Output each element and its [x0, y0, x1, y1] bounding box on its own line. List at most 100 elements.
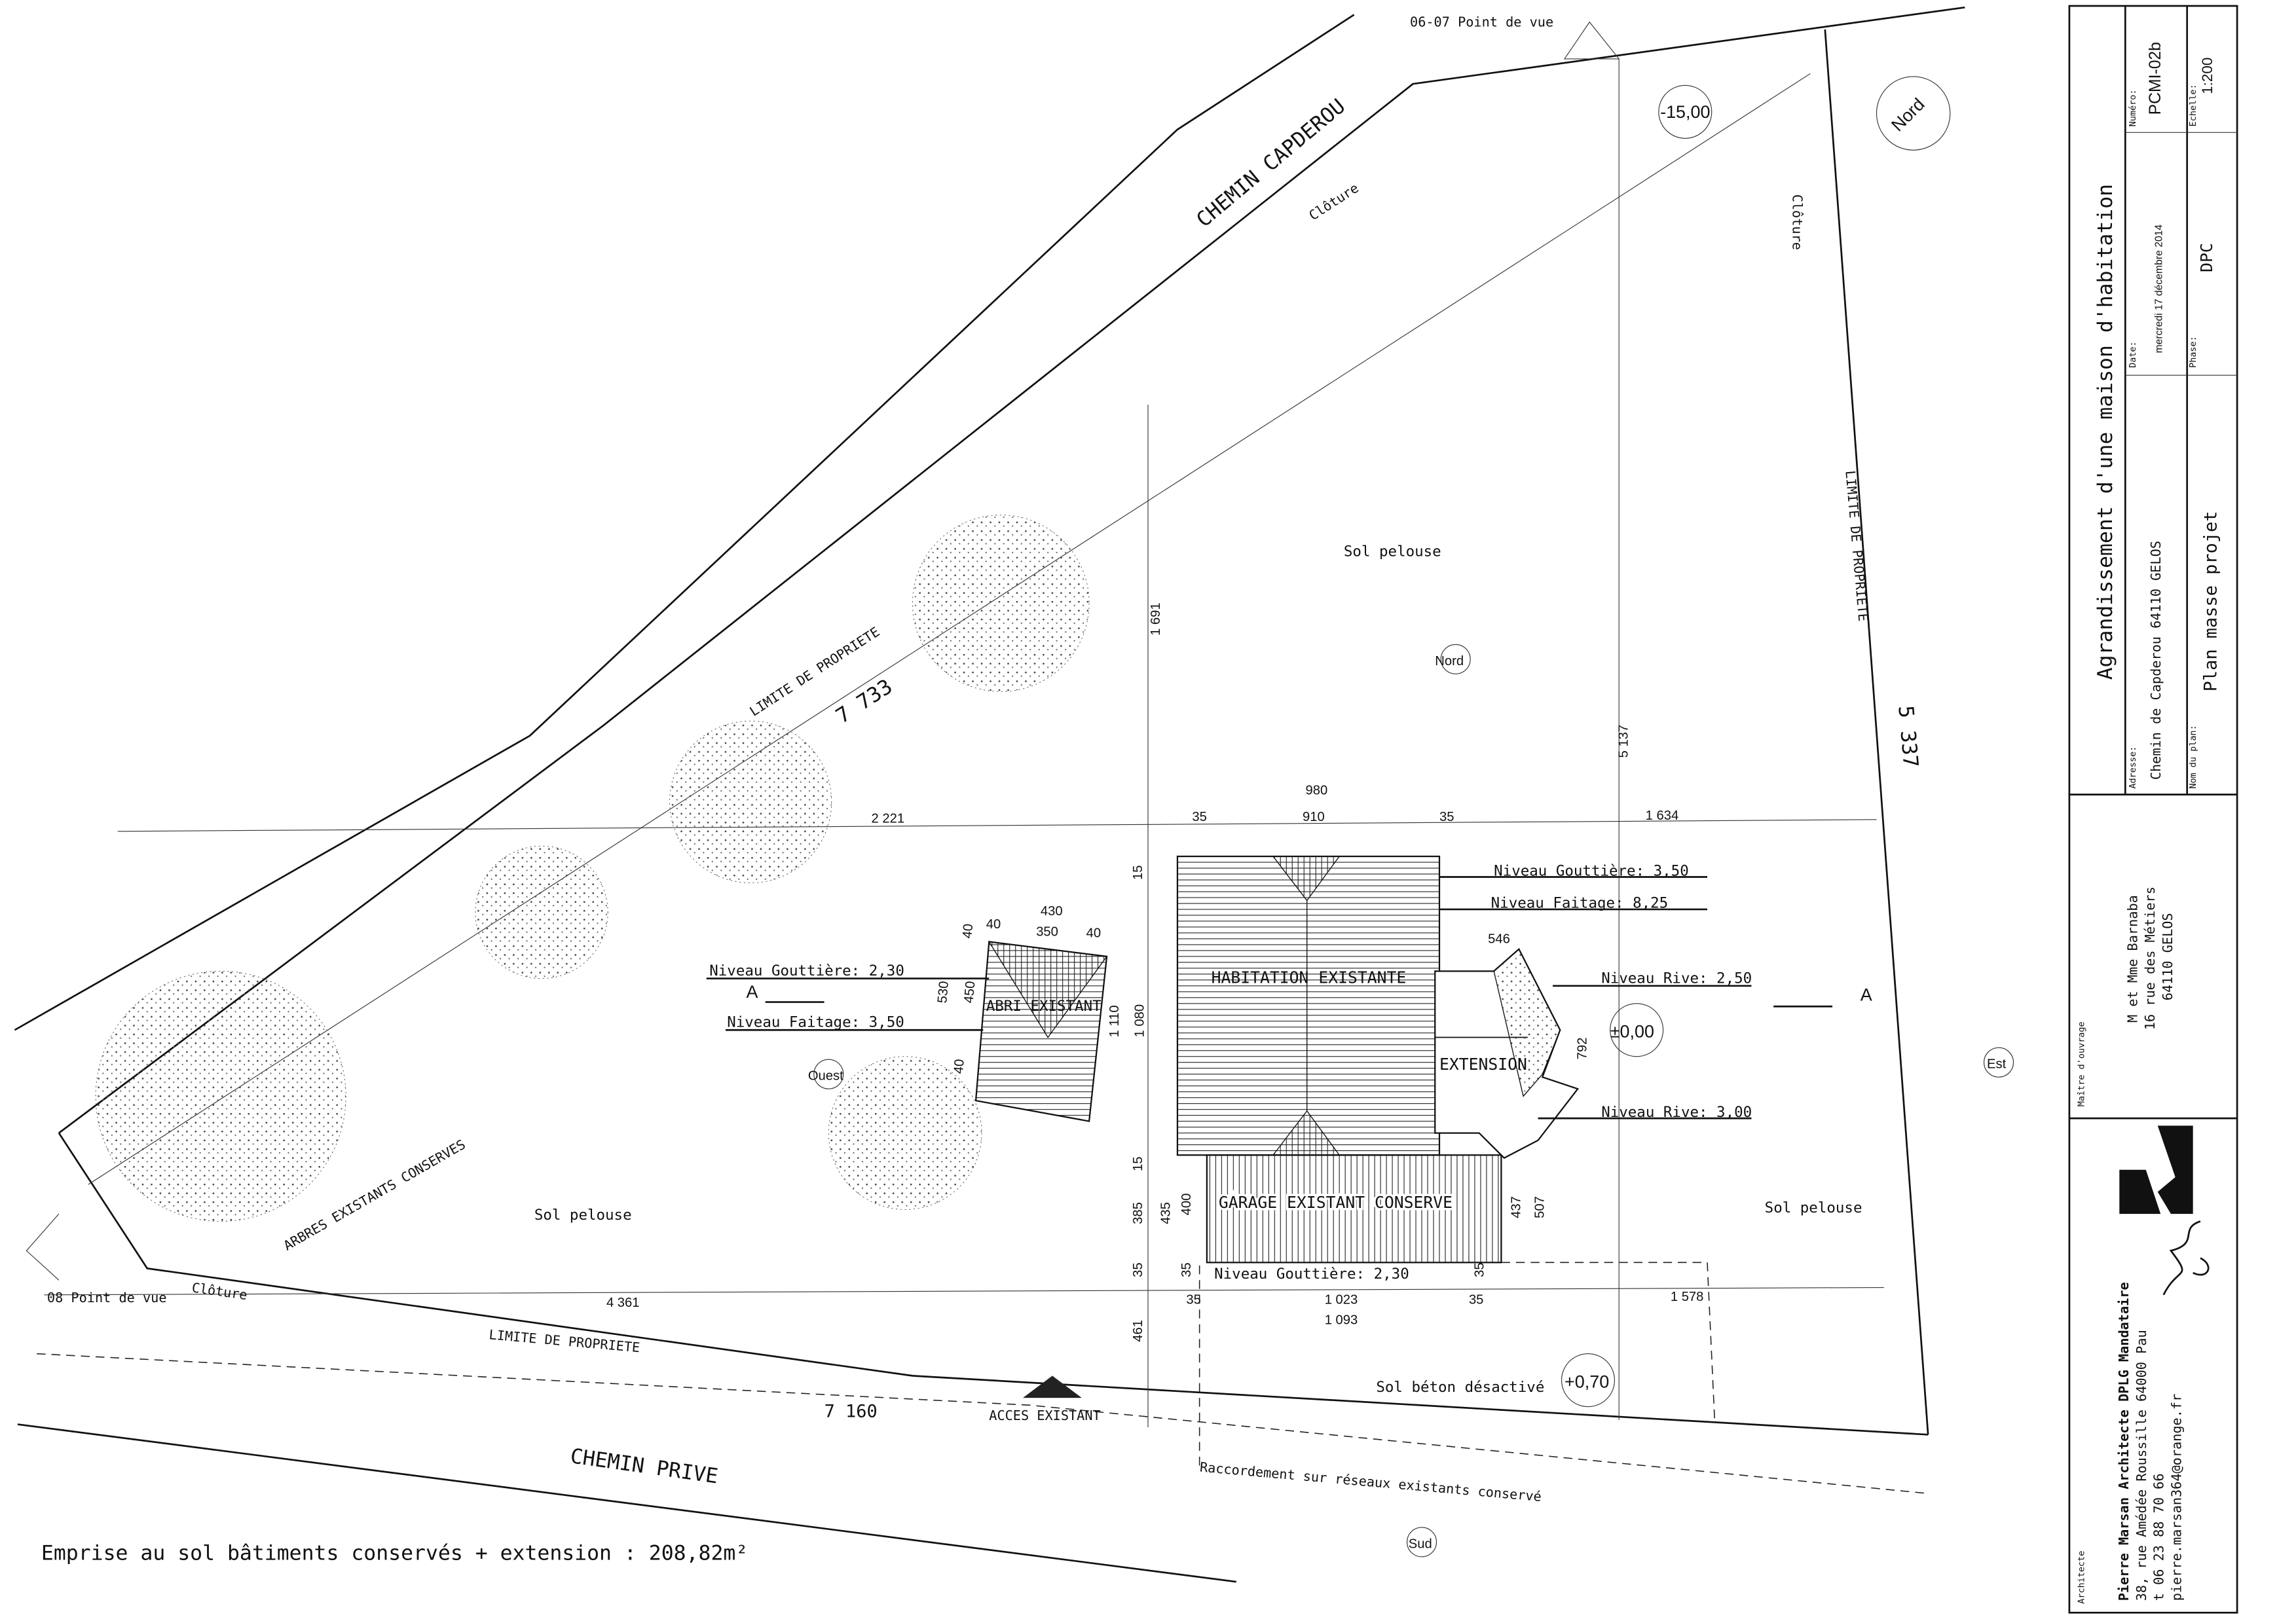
existing-trees	[95, 515, 1090, 1222]
architect-address-label: 38, rue Amédée Roussille 64000 Pau	[2134, 1330, 2149, 1601]
d450-label: 450	[962, 981, 978, 1004]
d5137-label: 5 137	[1617, 725, 1631, 758]
architect-signature	[2162, 1220, 2210, 1296]
house-label: HABITATION EXISTANTE	[1212, 968, 1407, 987]
d5337-label: 5 337	[1893, 704, 1922, 768]
d40-label: 40	[1086, 926, 1102, 941]
d1080-label: 1 080	[1132, 1004, 1147, 1038]
number-label-label: Numéro:	[2128, 90, 2138, 127]
d15-label: 15	[1131, 1156, 1145, 1171]
north-label: Nord	[1887, 94, 1929, 136]
d910-label: 910	[1303, 810, 1325, 824]
d400-label: 400	[1179, 1194, 1194, 1216]
house-gutter-label: Niveau Gouttière: 3,50	[1494, 862, 1689, 879]
d7160-label: 7 160	[824, 1401, 878, 1421]
d35-label: 35	[1469, 1292, 1484, 1307]
lawn-label: Sol pelouse	[534, 1207, 632, 1224]
title-label: Agrandissement d'une maison d'habitation	[2094, 184, 2117, 680]
d35-label: 35	[1179, 1262, 1194, 1277]
east-label: Est	[1987, 1057, 2007, 1072]
compass-north-icon	[1440, 644, 1471, 674]
extension: EXTENSION	[1434, 947, 1580, 1159]
fence-label: Clôture	[1789, 194, 1805, 250]
shelter-existing: ABRI EXISTANT	[974, 941, 1108, 1122]
d1110-label: 1 110	[1107, 1005, 1122, 1037]
d35-label: 35	[1472, 1262, 1487, 1277]
lawn-label: Sol pelouse	[1344, 543, 1441, 560]
garage-existing: GARAGE EXISTANT CONSERVE	[1206, 1110, 1502, 1264]
tree-icon	[669, 720, 832, 883]
scale-label: 1:200	[2199, 58, 2215, 94]
architect-phone-label: t 06 23 88 70 66	[2151, 1473, 2167, 1601]
fence-label: Clôture	[1306, 180, 1361, 224]
plan-labels: 06-07 Point de vue 08 Point de vue CHEMI…	[26, 14, 2014, 1565]
d40-label: 40	[952, 1059, 967, 1074]
rive-1-label: Niveau Rive: 2,50	[1601, 970, 1752, 987]
top-label: -15,00	[1660, 102, 1710, 122]
tree-icon	[912, 515, 1090, 692]
shelter-label: ABRI EXISTANT	[986, 998, 1102, 1015]
extension-label: EXTENSION	[1439, 1055, 1527, 1074]
d435-label: 435	[1159, 1202, 1174, 1224]
d507-label: 507	[1533, 1196, 1547, 1218]
d35-label: 35	[1192, 810, 1207, 824]
d7733-label: 7 733	[832, 675, 897, 729]
house-ridge-label: Niveau Faitage: 8,25	[1491, 895, 1669, 912]
d40-label: 40	[960, 923, 976, 939]
concrete-label: Sol béton désactivé	[1376, 1379, 1544, 1396]
d792-label: 792	[1576, 1037, 1590, 1059]
north-label: Nord	[1435, 654, 1464, 668]
d2221-label: 2 221	[871, 811, 904, 826]
property-limit-label: LIMITE DE PROPRIETE	[489, 1326, 641, 1355]
shelter-gutter-label: Niveau Gouttière: 2,30	[709, 962, 904, 979]
d430-label: 430	[1041, 904, 1063, 919]
d461-label: 461	[1131, 1320, 1145, 1342]
architect-email-label: pierre.marsan364@orange.fr	[2169, 1394, 2185, 1601]
level-leaders	[706, 876, 1833, 1120]
architect-label-label: Architecte	[2076, 1551, 2086, 1604]
d980-label: 980	[1305, 784, 1327, 798]
fence-label: Clôture	[191, 1279, 248, 1303]
viewpoint-left-label: 08 Point de vue	[47, 1290, 167, 1305]
d35-label: 35	[1131, 1262, 1145, 1277]
lawn-label: Sol pelouse	[1765, 1199, 1862, 1216]
address-label: Chemin de Capderou 64110 GELOS	[2148, 541, 2164, 780]
d530-label: 530	[935, 981, 952, 1004]
compass-south-icon	[1406, 1527, 1437, 1558]
mid-label: ±0,00	[1610, 1021, 1654, 1041]
architect-logo	[2119, 1125, 2193, 1214]
d437-label: 437	[1509, 1196, 1524, 1218]
garage-label: GARAGE EXISTANT CONSERVE	[1219, 1193, 1453, 1212]
shelter-ridge-label: Niveau Faitage: 3,50	[727, 1014, 904, 1031]
d1578-label: 1 578	[1671, 1290, 1704, 1304]
client-label-label: Maître d'ouvrage	[2076, 1021, 2086, 1106]
d385-label: 385	[1131, 1202, 1145, 1224]
address-label-label: Adresse:	[2128, 746, 2138, 789]
plan-name-label: Plan masse projet	[2201, 511, 2221, 691]
site-lines	[14, 6, 1965, 1583]
d4361-label: 4 361	[606, 1296, 640, 1310]
tree-icon	[475, 845, 608, 979]
d1634-label: 1 634	[1646, 809, 1679, 823]
plan-name-label-label: Nom du plan:	[2188, 725, 2198, 788]
d40-label: 40	[986, 917, 1001, 932]
section-marker-label: A	[1861, 985, 1872, 1004]
d1023-label: 1 023	[1325, 1292, 1358, 1307]
west-label: Ouest	[808, 1069, 843, 1084]
d546-label: 546	[1488, 932, 1510, 947]
property-limit-label: LIMITE DE PROPRIETE	[1842, 470, 1871, 623]
garage-gutter-label: Niveau Gouttière: 2,30	[1214, 1266, 1409, 1283]
phase-label-label: Phase:	[2188, 336, 2198, 368]
client-city-label: 64110 GELOS	[2160, 913, 2176, 1000]
title-block: Agrandissement d'une maison d'habitation…	[2068, 5, 2238, 1614]
d15-label: 15	[1131, 866, 1145, 881]
road-south-label: CHEMIN PRIVE	[569, 1444, 720, 1488]
access-marker-icon	[1022, 1376, 1082, 1398]
d1093-label: 1 093	[1325, 1313, 1358, 1328]
phase-label: DPC	[2197, 243, 2216, 272]
number-label: PCMI-02b	[2147, 42, 2164, 115]
bottom-label: +0,70	[1565, 1372, 1609, 1391]
d35-label: 35	[1186, 1292, 1201, 1307]
compass-west-icon	[813, 1059, 844, 1089]
date-label-label: Date:	[2128, 341, 2138, 368]
